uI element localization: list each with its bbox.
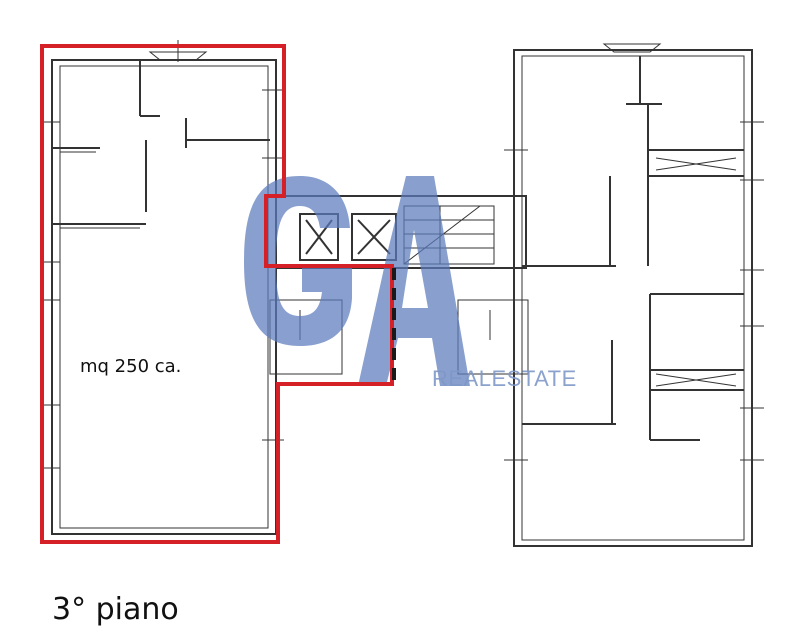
floor-label: 3° piano (52, 592, 179, 627)
unit-highlight (40, 44, 394, 544)
right-unit-walls (504, 43, 764, 547)
area-label: mq 250 ca. (80, 356, 182, 377)
watermark-logo (244, 176, 470, 386)
watermark-subtitle: REALESTATE (432, 366, 577, 391)
